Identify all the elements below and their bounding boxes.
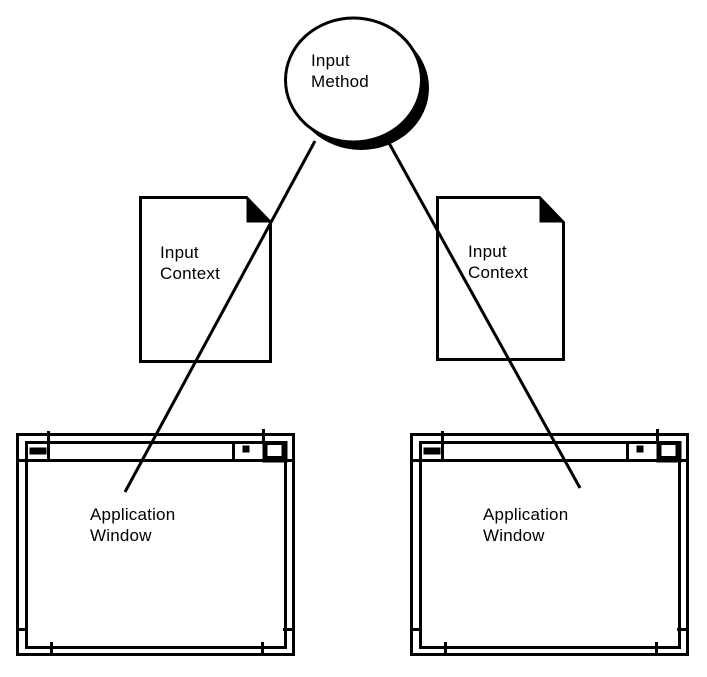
connector-line-right xyxy=(387,142,582,489)
document-page xyxy=(139,196,272,363)
input-method-node xyxy=(284,16,429,150)
folded-corner-icon xyxy=(539,197,564,223)
window-inner-frame xyxy=(25,441,287,649)
minimize-icon xyxy=(636,445,644,453)
application-window-left xyxy=(16,429,295,656)
window-menu-icon xyxy=(423,447,441,455)
minimize-icon xyxy=(242,445,250,453)
input-method-label: Input Method xyxy=(311,51,369,91)
input-context-label-left: Input Context xyxy=(160,243,220,283)
input-context-label-right: Input Context xyxy=(468,242,528,282)
folded-corner-icon xyxy=(246,197,271,223)
document-page xyxy=(436,196,565,361)
maximize-icon xyxy=(267,445,282,456)
window-inner-frame xyxy=(419,441,681,649)
application-window-right xyxy=(410,429,689,656)
application-window-label-left: Application Window xyxy=(90,505,176,545)
input-context-document-left xyxy=(139,196,272,363)
connector-line-left xyxy=(123,140,317,493)
input-context-document-right xyxy=(436,196,565,361)
maximize-icon xyxy=(661,445,676,456)
window-menu-icon xyxy=(29,447,47,455)
node-circle xyxy=(284,16,423,144)
application-window-label-right: Application Window xyxy=(483,505,569,545)
